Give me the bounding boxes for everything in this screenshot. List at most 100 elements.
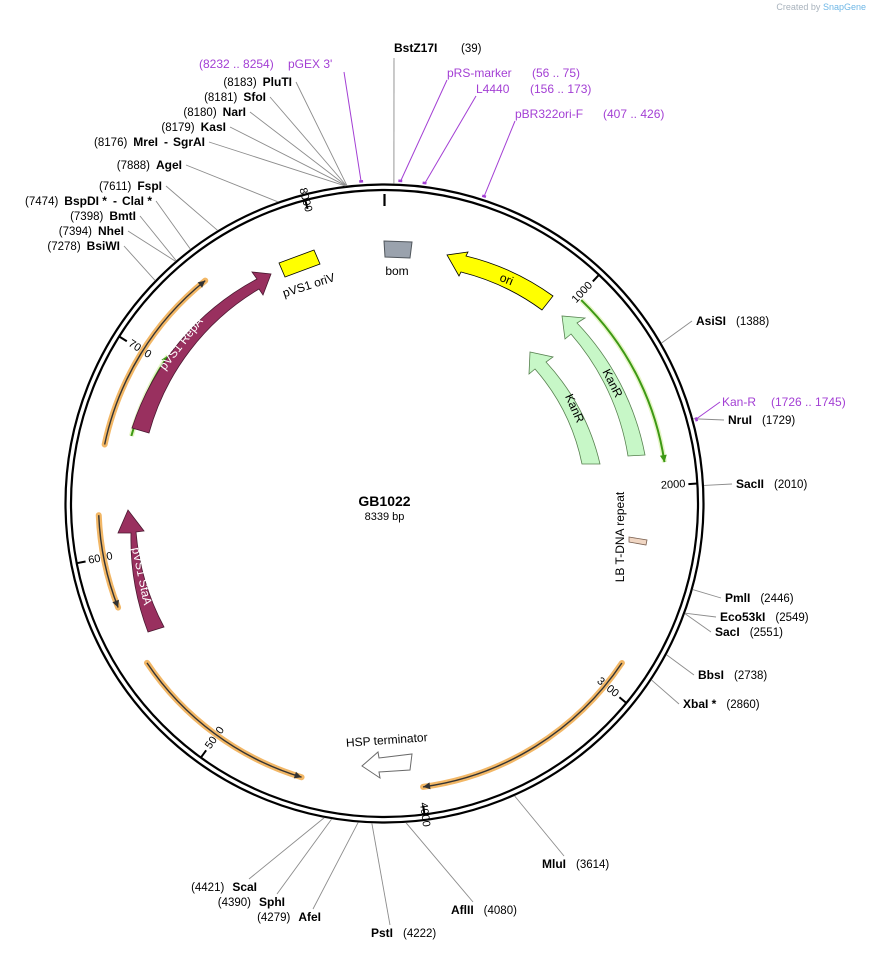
orf-arrowhead	[423, 782, 431, 790]
orf-highlight	[420, 660, 625, 790]
enzyme-bmti[interactable]: BmtI(7398)	[70, 209, 177, 261]
enzyme-name: SfoI	[243, 90, 266, 104]
enzyme-kasi[interactable]: KasI(8179)	[161, 120, 347, 187]
feature-kanr-inner[interactable]: KanR	[528, 351, 601, 465]
enzyme-position: (8176)	[94, 137, 127, 149]
enzyme-name: PstI	[371, 926, 393, 940]
enzyme-position: (1729)	[762, 415, 795, 427]
primer-position: (8232 .. 8254)	[199, 57, 274, 71]
enzyme-nhei[interactable]: NheI(7394)	[59, 224, 176, 262]
ruler-tick	[200, 749, 207, 759]
ruler-tick	[688, 482, 698, 486]
feature-pvs1-staa[interactable]: pVS1 StaA	[117, 509, 165, 633]
enzyme-name: AflII	[451, 903, 474, 917]
enzyme-separator: -	[113, 194, 117, 208]
feature-pvs1-oriv[interactable]: pVS1 oriV	[278, 249, 337, 300]
orf-highlight	[101, 277, 209, 448]
enzyme-name: AfeI	[298, 910, 321, 924]
enzyme-agei[interactable]: AgeI(7888)	[117, 158, 279, 203]
enzyme-position: (4390)	[218, 897, 251, 909]
enzyme-aflii[interactable]: AflII (4080)	[405, 822, 517, 917]
ruler-tick	[592, 274, 600, 283]
primer-leader	[343, 71, 362, 183]
feature-bom[interactable]: bom	[383, 240, 413, 278]
enzyme-sacii[interactable]: SacII(2010)	[703, 477, 807, 491]
primer-prs-marker[interactable]: pRS-marker(56 .. 75)	[398, 66, 580, 183]
enzyme-leader	[139, 215, 177, 261]
enzyme-position: (4080)	[484, 905, 517, 917]
enzyme-name: Eco53kI	[720, 610, 765, 624]
enzyme-position: (2549)	[775, 612, 808, 624]
enzyme-name: MluI	[542, 857, 566, 871]
enzyme-position: (4421)	[191, 882, 224, 894]
enzyme-name: NheI	[98, 224, 124, 238]
enzyme-position: (3614)	[576, 859, 609, 871]
enzyme-position: (2738)	[734, 670, 767, 682]
orf-arrowhead	[197, 280, 206, 288]
primer-position: (156 .. 173)	[530, 82, 591, 96]
pvs1-oriv-box	[278, 249, 321, 278]
enzyme-psti[interactable]: PstI(4222)	[371, 823, 436, 940]
enzyme-position: (1388)	[736, 316, 769, 328]
backbone-inner-ring	[69, 188, 700, 819]
enzyme-mrei[interactable]: SgrAI-MreI(8176)	[94, 135, 346, 187]
enzyme-position: (4279)	[257, 912, 290, 924]
primer-pbr322ori-f[interactable]: pBR322ori-F(407 .. 426)	[481, 107, 664, 199]
primer-mark	[481, 194, 487, 199]
enzyme-bbsi[interactable]: BbsI (2738)	[666, 654, 768, 682]
enzyme-leader	[248, 817, 325, 880]
enzyme-leader	[405, 822, 474, 903]
primer-kan-r[interactable]: Kan-R(1726 .. 1745)	[694, 395, 846, 422]
enzyme-saci[interactable]: SacI(2551)	[684, 613, 783, 639]
orf-highlight	[579, 298, 667, 463]
enzyme-position: (7888)	[117, 160, 150, 172]
enzyme-fspi[interactable]: FspI(7611)	[99, 179, 218, 231]
ruler-label: 2000	[661, 478, 686, 492]
ruler-tick	[304, 199, 309, 210]
primer-l4440[interactable]: L4440(156 .. 173)	[422, 82, 592, 185]
primer-position: (407 .. 426)	[603, 107, 664, 121]
enzyme-pluti[interactable]: PluTI(8183)	[223, 75, 348, 186]
feature-ori[interactable]: ori	[446, 251, 554, 311]
primer-leader	[399, 79, 448, 183]
kanr-inner-arrow	[528, 351, 601, 465]
orf-line	[422, 662, 623, 788]
enzyme-sfoi[interactable]: SfoI(8181)	[204, 90, 347, 187]
ruler-tick	[118, 335, 128, 343]
enzyme-eco53ki[interactable]: Eco53kI (2549)	[685, 610, 809, 624]
primer-pgex-3[interactable]: pGEX 3' (8232 .. 8254)	[199, 57, 364, 183]
enzyme-bsiwi[interactable]: BsiWI(7278)	[47, 239, 156, 281]
primer-leader	[695, 401, 721, 421]
bom-label: bom	[385, 264, 408, 278]
enzyme-asisi[interactable]: AsiSI(1388)	[661, 314, 769, 344]
enzyme-leader	[703, 483, 733, 486]
enzyme-leader	[165, 185, 218, 231]
enzyme-xbai[interactable]: XbaI *(2860)	[651, 679, 760, 711]
enzyme-scai[interactable]: ScaI(4421)	[191, 817, 325, 894]
enzyme-name: BbsI	[698, 668, 724, 682]
feature-lb-tdna-repeat[interactable]: LB T-DNA repeat	[613, 491, 648, 582]
primer-leader	[483, 120, 516, 198]
feature-hsp-terminator[interactable]: HSP terminator	[345, 730, 428, 780]
enzyme-nari[interactable]: NarI(8180)	[183, 105, 347, 187]
enzyme-nrui[interactable]: NruI(1729)	[693, 413, 795, 427]
enzyme-pmli[interactable]: PmlI(2446)	[692, 589, 794, 605]
snapgene-credit: Created by SnapGene	[776, 2, 866, 12]
orf-arrowhead	[293, 771, 302, 779]
enzyme-name: XbaI *	[683, 697, 717, 711]
enzyme-bspdi[interactable]: ClaI *-BspDI *(7474)	[25, 194, 191, 250]
enzyme-leader	[312, 822, 359, 910]
enzyme-position: (2446)	[760, 593, 793, 605]
enzyme-leader	[276, 818, 332, 895]
enzyme-leader	[661, 320, 693, 344]
enzyme-afei[interactable]: AfeI (4279)	[257, 822, 359, 924]
ruler-tick	[618, 696, 627, 704]
enzyme-mlui[interactable]: MluI (3614)	[514, 795, 610, 871]
feature-pvs1-repa[interactable]: pVS1 RepA	[131, 271, 272, 434]
enzyme-bstz17i[interactable]: BstZ17I(39)	[393, 41, 482, 184]
credit-prefix: Created by	[776, 2, 821, 12]
enzyme-sphi[interactable]: SphI(4390)	[218, 818, 332, 909]
enzyme-name: KasI	[201, 120, 226, 134]
orf-line	[146, 662, 302, 778]
primer-name: pGEX 3'	[288, 57, 332, 71]
